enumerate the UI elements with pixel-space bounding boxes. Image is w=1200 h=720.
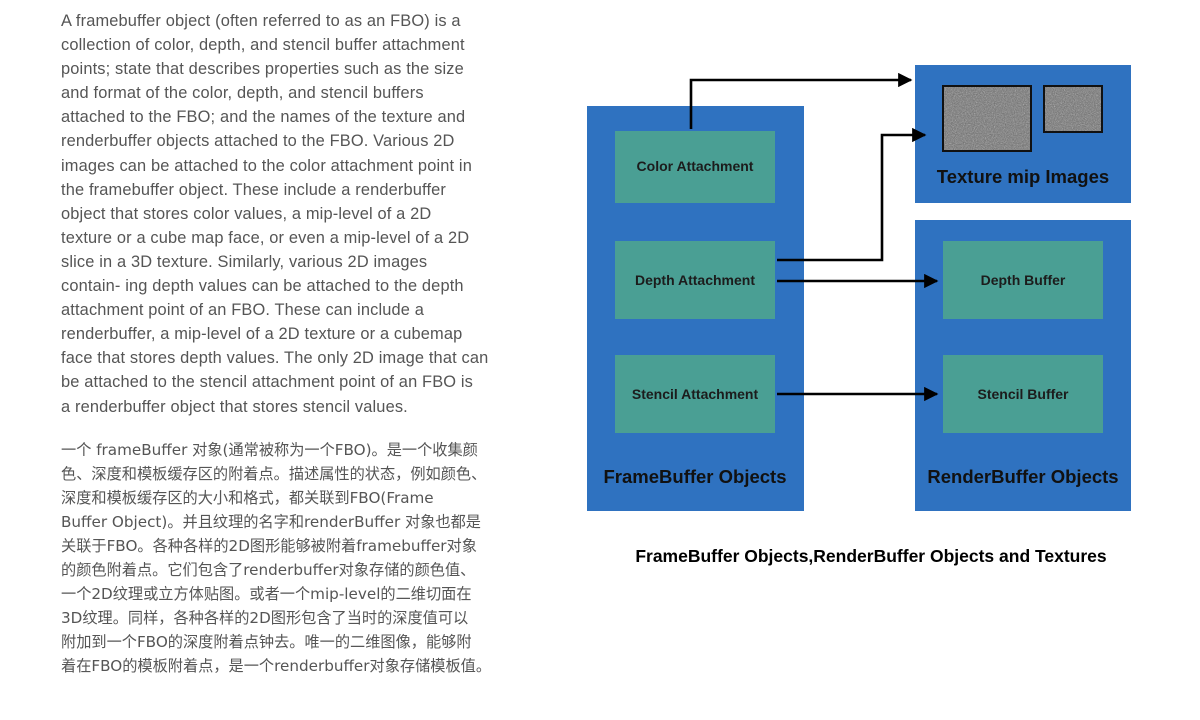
- texture-image-large: [942, 85, 1032, 152]
- renderbuffer-objects-panel: Depth Buffer Stencil Buffer RenderBuffer…: [915, 220, 1131, 511]
- depth-buffer-box: Depth Buffer: [943, 241, 1103, 319]
- texture-image-small-noise: [1044, 86, 1102, 132]
- texture-image-large-noise: [943, 86, 1031, 151]
- description-text-column: A framebuffer object (often referred to …: [61, 9, 523, 679]
- texture-mip-images-label: Texture mip Images: [937, 166, 1109, 187]
- depth-attachment-label: Depth Attachment: [635, 272, 755, 288]
- color-attachment-label: Color Attachment: [637, 158, 754, 174]
- color-attachment-rect: [615, 131, 775, 203]
- color-attachment-box: Color Attachment: [615, 131, 775, 203]
- texture-image-small: [1043, 85, 1103, 133]
- stencil-buffer-label: Stencil Buffer: [977, 386, 1069, 402]
- framebuffer-objects-panel: Color Attachment Depth Attachment Stenci…: [587, 106, 804, 511]
- stencil-attachment-box: Stencil Attachment: [615, 355, 775, 433]
- depth-buffer-rect: [943, 241, 1103, 319]
- english-description-paragraph: A framebuffer object (often referred to …: [61, 12, 489, 416]
- depth-attachment-box: Depth Attachment: [615, 241, 775, 319]
- depth-attachment-rect: [615, 241, 775, 319]
- stencil-buffer-rect: [943, 355, 1103, 433]
- framebuffer-objects-label: FrameBuffer Objects: [604, 466, 787, 487]
- diagram-caption: FrameBuffer Objects,RenderBuffer Objects…: [635, 546, 1107, 566]
- stencil-attachment-label: Stencil Attachment: [632, 386, 759, 402]
- renderbuffer-objects-label: RenderBuffer Objects: [927, 466, 1118, 487]
- color-to-texture-arrow: [689, 72, 913, 129]
- stencil-buffer-box: Stencil Buffer: [943, 355, 1103, 433]
- depth-buffer-label: Depth Buffer: [981, 272, 1066, 288]
- depth-to-texture-arrow: [777, 127, 927, 262]
- stencil-attachment-rect: [615, 355, 775, 433]
- chinese-description-paragraph: 一个 frameBuffer 对象(通常被称为一个FBO)。是一个收集颜 色、深…: [61, 440, 492, 676]
- texture-mip-images-panel: Texture mip Images: [915, 65, 1131, 203]
